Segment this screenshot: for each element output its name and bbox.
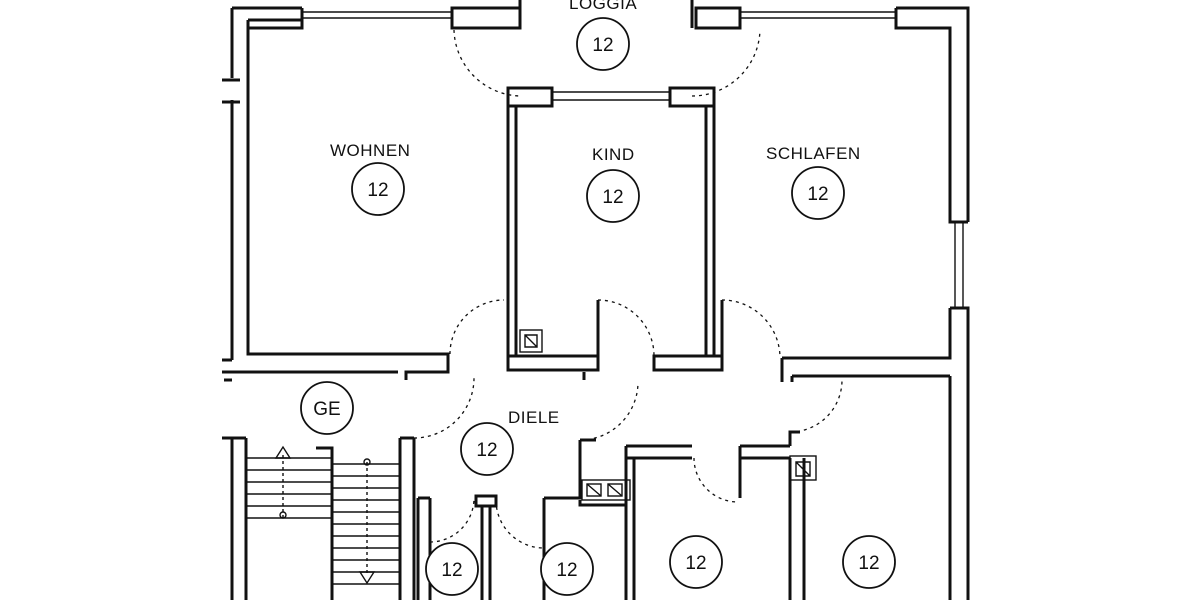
room-badges: 12 12 12 12 12 GE 12 12 <box>300 17 896 596</box>
svg-text:12: 12 <box>858 553 879 574</box>
room-badge-c: 12 <box>669 535 723 589</box>
room-badge-b: 12 <box>540 542 594 596</box>
svg-text:12: 12 <box>367 180 388 201</box>
room-badge-wohnen: 12 <box>351 162 405 216</box>
svg-text:12: 12 <box>685 553 706 574</box>
room-badge-a: 12 <box>425 542 479 596</box>
room-badge-ge: GE <box>300 381 354 435</box>
room-label-kind: KIND <box>592 145 635 164</box>
room-label-wohnen: WOHNEN <box>330 141 410 160</box>
walls <box>222 0 970 600</box>
svg-text:12: 12 <box>556 560 577 581</box>
room-badge-diele: 12 <box>460 422 514 476</box>
room-label-loggia: LOGGIA <box>569 0 637 13</box>
svg-text:GE: GE <box>313 399 340 420</box>
room-label-schlafen: SCHLAFEN <box>766 144 861 163</box>
room-badge-schlafen: 12 <box>791 166 845 220</box>
room-badge-kind: 12 <box>586 169 640 223</box>
room-labels: LOGGIA WOHNEN KIND SCHLAFEN DIELE <box>330 0 861 427</box>
door-swings <box>413 29 843 549</box>
svg-text:12: 12 <box>476 440 497 461</box>
svg-text:12: 12 <box>602 187 623 208</box>
room-badge-loggia: 12 <box>576 17 630 71</box>
svg-text:12: 12 <box>807 184 828 205</box>
svg-text:12: 12 <box>592 35 613 56</box>
room-label-diele: DIELE <box>508 408 560 427</box>
svg-text:12: 12 <box>441 560 462 581</box>
room-badge-d: 12 <box>842 535 896 589</box>
